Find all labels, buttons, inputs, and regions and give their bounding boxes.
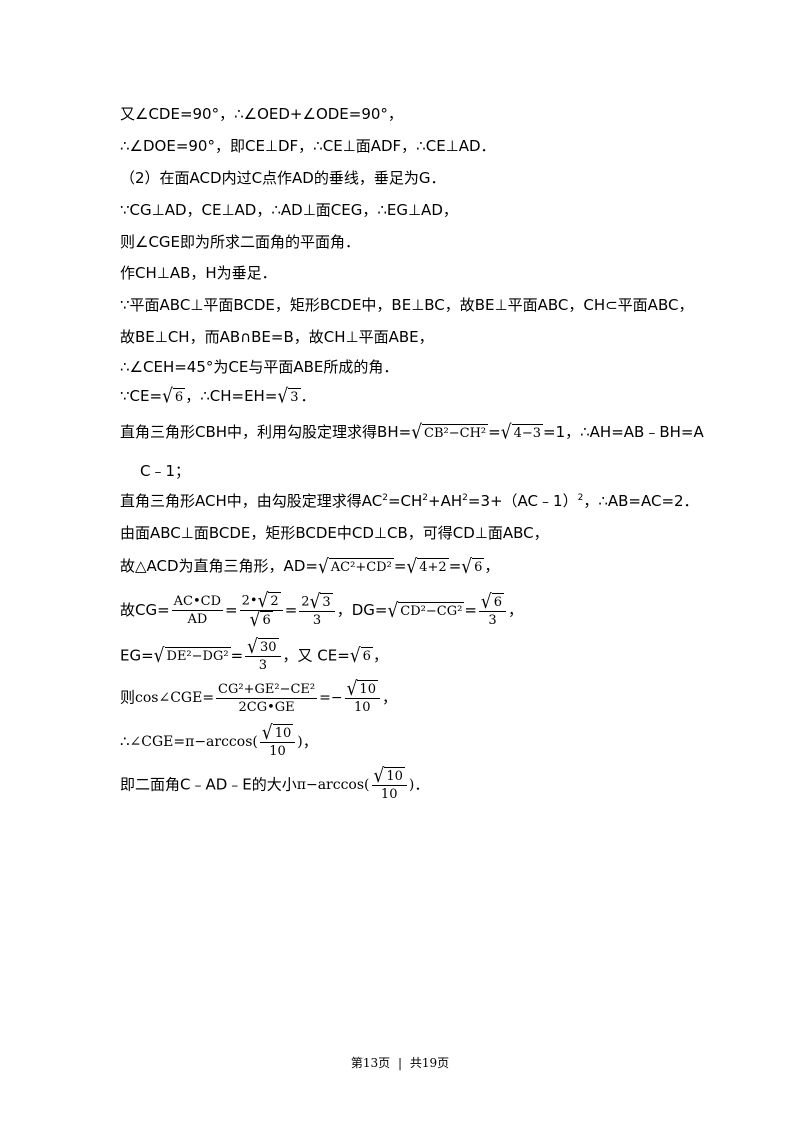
text-line-7: ∵平面ABC⊥平面BCDE，矩形BCDE中，BE⊥BC，故BE⊥平面ABC，CH… [120, 296, 694, 314]
sqrt-6-b: √6 [461, 555, 485, 578]
page-total: 共19页 [409, 1056, 450, 1070]
sqrt-cd2-cg2: √CD²−CG² [387, 599, 465, 622]
text-line-10: ∵CE=√6，∴CH=EH=√3． [120, 385, 316, 408]
text-line-1: 又∠CDE=90°，∴∠OED+∠ODE=90°， [120, 105, 403, 123]
footer-separator: | [397, 1056, 403, 1070]
text-line-4: ∵CG⊥AD，CE⊥AD，∴AD⊥面CEG，∴EG⊥AD， [120, 201, 458, 219]
text-line-13: 直角三角形ACH中，由勾股定理求得AC2=CH2+AH2=3+（AC﹣1）2，∴… [120, 492, 699, 510]
text-line-14: 由面ABC⊥面BCDE，矩形BCDE中CD⊥CB，可得CD⊥面ABC， [120, 524, 549, 542]
text-line-9: ∴∠CEH=45°为CE与平面ABE所成的角． [120, 358, 399, 376]
frac-cg-2: 2•√2√6 [239, 591, 283, 630]
sqrt-6-c: √6 [349, 644, 373, 668]
text-line-8: 故BE⊥CH，而AB∩BE=B，故CH⊥平面ABE， [120, 328, 434, 346]
text-line-11: 直角三角形CBH中，利用勾股定理求得BH=√CB²−CH²=√4−3=1，∴AH… [120, 421, 704, 444]
sqrt-4-3: √4−3 [500, 421, 543, 444]
text-line-6: 作CH⊥AB，H为垂足． [120, 264, 277, 282]
text-line-15: 故△ACD为直角三角形，AD=√AC²+CD²=√4+2=√6， [120, 555, 500, 578]
sqrt-4-2: √4+2 [406, 555, 449, 578]
page-number: 第13页 [350, 1056, 391, 1070]
sqrt-ac2-cd2: √AC²+CD² [317, 555, 394, 578]
sqrt-6: √6 [162, 385, 186, 408]
text-line-3: （2）在面ACD内过C点作AD的垂线，垂足为G． [120, 169, 446, 187]
sqrt-cb2-ch2: √CB²−CH² [411, 421, 489, 444]
text-line-5: 则∠CGE即为所求二面角的平面角． [120, 233, 361, 251]
page-footer: 第13页 | 共19页 [0, 1054, 800, 1071]
sqrt-3: √3 [277, 385, 301, 408]
sqrt-de2-dg2: √DE²−DG² [153, 644, 231, 668]
text-line-2: ∴∠DOE=90°，即CE⊥DF，∴CE⊥面ADF，∴CE⊥AD． [120, 137, 496, 155]
text-line-12: C﹣1； [140, 462, 191, 480]
